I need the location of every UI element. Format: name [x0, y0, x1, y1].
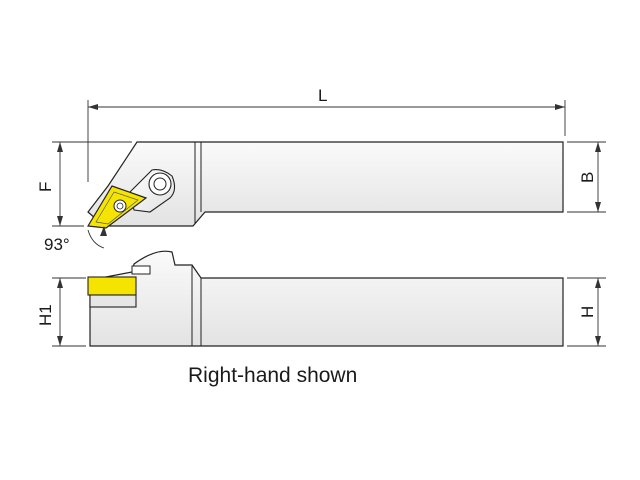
H1-arrow-bottom: [57, 336, 63, 346]
angle-label: 93°: [44, 235, 70, 254]
side-view: [87, 250, 564, 347]
clamp-screw-inner: [153, 177, 167, 191]
F-arrow-top: [57, 142, 63, 152]
B-arrow-bottom: [595, 202, 601, 212]
L-arrow-right: [555, 104, 565, 110]
insert-hole-inner: [116, 202, 124, 210]
F-arrow-bottom: [57, 216, 63, 226]
top-shank-outline: [87, 141, 564, 227]
B-label: B: [578, 172, 597, 183]
dimension-B: B: [567, 141, 606, 213]
side-insert-yellow: [87, 276, 137, 296]
dimension-H: H: [567, 277, 606, 347]
B-arrow-top: [595, 142, 601, 152]
H-label: H: [578, 306, 597, 318]
H-arrow-top: [595, 278, 601, 288]
L-arrow-left: [88, 104, 98, 110]
dimension-H1: H1: [36, 277, 86, 347]
H-arrow-bottom: [595, 336, 601, 346]
angle-arrow: [100, 226, 107, 236]
side-insert-shim: [89, 294, 137, 308]
side-shank-outline: [89, 250, 564, 347]
insert-hole: [113, 199, 127, 213]
H1-arrow-top: [57, 278, 63, 288]
H1-label: H1: [36, 304, 55, 326]
side-clamp-block: [131, 265, 151, 275]
top-view: 93°: [44, 141, 564, 254]
top-insert-seat: [95, 191, 139, 225]
caption: Right-hand shown: [188, 364, 357, 387]
F-label: F: [36, 182, 55, 192]
dimension-L: L: [87, 86, 566, 182]
L-label: L: [318, 86, 327, 105]
dimension-F: F: [36, 141, 132, 227]
angle-arc: [87, 229, 105, 249]
